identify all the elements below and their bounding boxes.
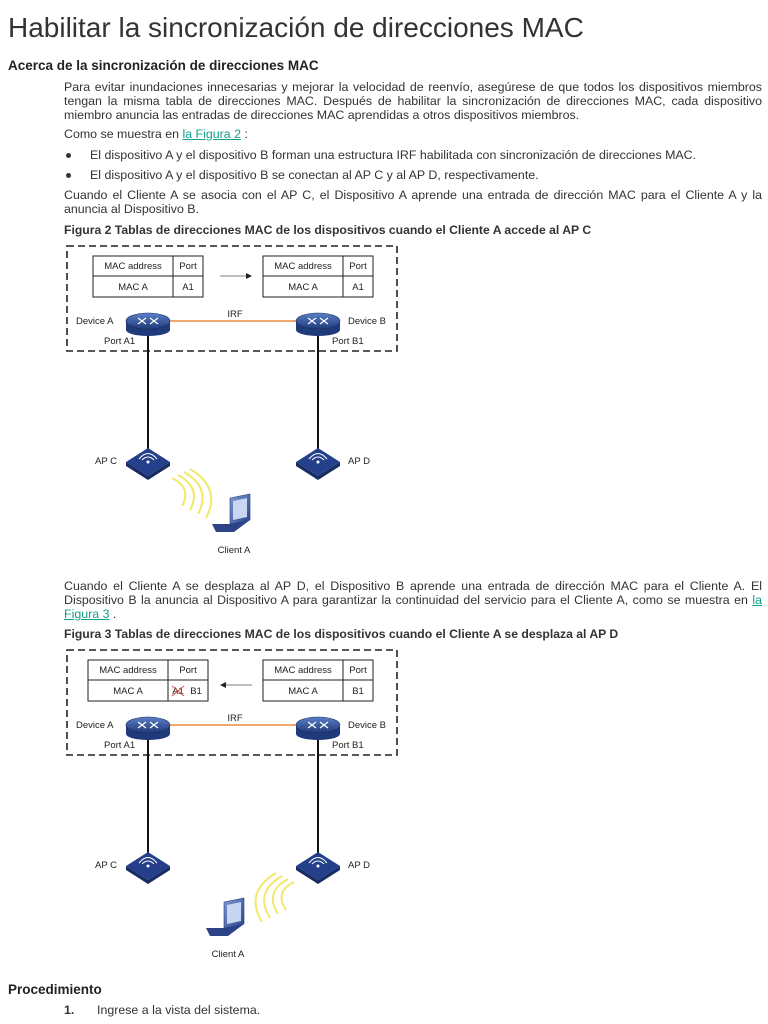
port-col-header: Port bbox=[179, 665, 197, 676]
device-a-label: Device A bbox=[76, 720, 114, 731]
ap-d-label: AP D bbox=[348, 860, 370, 871]
figure-2-link[interactable]: la Figura 2 bbox=[182, 127, 241, 141]
port-col-header: Port bbox=[349, 261, 367, 272]
laptop-icon bbox=[212, 493, 251, 532]
irf-label: IRF bbox=[227, 713, 243, 724]
bullet-text: El dispositivo A y el dispositivo B se c… bbox=[90, 168, 539, 182]
mac-table-device-b: MAC address Port MAC A A1 bbox=[262, 255, 374, 298]
mac-table-device-a: MAC address Port MAC A A1 B1 bbox=[87, 659, 209, 702]
as-shown-suffix: : bbox=[241, 127, 248, 141]
page-title: Habilitar la sincronización de direccion… bbox=[8, 12, 584, 43]
client-a-label: Client A bbox=[212, 949, 245, 960]
port-cell: B1 bbox=[352, 686, 364, 697]
figure-3-caption: Figura 3 Tablas de direcciones MAC de lo… bbox=[64, 627, 619, 641]
step-text: Ingrese a la vista del sistema. bbox=[97, 1003, 261, 1017]
figure-2-diagram: MAC address Port MAC A A1 MAC address Po… bbox=[60, 240, 410, 560]
port-cell: A1 bbox=[352, 282, 364, 293]
ap-d-label: AP D bbox=[348, 456, 370, 467]
wifi-signal-icon bbox=[254, 872, 295, 923]
irf-frame bbox=[66, 649, 398, 756]
client-associates-paragraph: Cuando el Cliente A se asocia con el AP … bbox=[64, 188, 762, 216]
ap-c-label: AP C bbox=[95, 860, 117, 871]
client-a-label: Client A bbox=[218, 545, 251, 556]
step-number: 1. bbox=[64, 1003, 75, 1017]
client-moves-paragraph: Cuando el Cliente A se desplaza al AP D,… bbox=[64, 579, 762, 621]
procedure-steps: 1. Ingrese a la vista del sistema. bbox=[64, 1003, 260, 1017]
access-point-icon bbox=[126, 448, 170, 480]
as-shown-paragraph: Como se muestra en la Figura 2 : bbox=[64, 127, 762, 141]
mac-table-device-b: MAC address Port MAC A B1 bbox=[262, 659, 374, 702]
laptop-icon bbox=[206, 897, 245, 936]
client-moves-text: Cuando el Cliente A se desplaza al AP D,… bbox=[64, 579, 762, 607]
as-shown-prefix: Como se muestra en bbox=[64, 127, 183, 141]
bullet-icon bbox=[66, 153, 71, 158]
access-point-icon bbox=[126, 852, 170, 884]
switch-icon bbox=[295, 312, 341, 336]
figure-3-link[interactable]: la Figura 3 bbox=[64, 593, 762, 621]
mac-col-header: MAC address bbox=[99, 665, 157, 676]
section-heading-procedure: Procedimiento bbox=[8, 982, 102, 997]
port-a1-label: Port A1 bbox=[104, 336, 135, 347]
mac-col-header: MAC address bbox=[274, 261, 332, 272]
bullet-icon bbox=[66, 173, 71, 178]
access-point-icon bbox=[296, 852, 340, 884]
list-item: El dispositivo A y el dispositivo B se c… bbox=[64, 168, 762, 188]
mac-cell: MAC A bbox=[113, 686, 143, 697]
wifi-signal-icon bbox=[171, 468, 213, 519]
access-point-icon bbox=[296, 448, 340, 480]
port-cell: A1 bbox=[182, 282, 194, 293]
sync-arrow-icon bbox=[220, 273, 252, 279]
new-port-cell: B1 bbox=[190, 686, 202, 697]
intro-paragraph: Para evitar inundaciones innecesarias y … bbox=[64, 80, 762, 122]
list-item: El dispositivo A y el dispositivo B form… bbox=[64, 148, 762, 168]
mac-cell: MAC A bbox=[288, 282, 318, 293]
port-col-header: Port bbox=[179, 261, 197, 272]
port-b1-label: Port B1 bbox=[332, 740, 364, 751]
section-heading-about: Acerca de la sincronización de direccion… bbox=[8, 58, 319, 73]
figure-3-diagram: MAC address Port MAC A A1 B1 MAC address… bbox=[60, 644, 410, 964]
mac-col-header: MAC address bbox=[274, 665, 332, 676]
list-item: 1. Ingrese a la vista del sistema. bbox=[64, 1003, 260, 1017]
device-b-label: Device B bbox=[348, 720, 386, 731]
mac-cell: MAC A bbox=[118, 282, 148, 293]
port-b1-label: Port B1 bbox=[332, 336, 364, 347]
switch-icon bbox=[125, 312, 171, 336]
port-col-header: Port bbox=[349, 665, 367, 676]
bullet-list: El dispositivo A y el dispositivo B form… bbox=[64, 148, 762, 188]
switch-icon bbox=[295, 716, 341, 740]
irf-frame bbox=[66, 245, 398, 352]
irf-label: IRF bbox=[227, 309, 243, 320]
figure-2-caption: Figura 2 Tablas de direcciones MAC de lo… bbox=[64, 223, 592, 237]
mac-table-device-a: MAC address Port MAC A A1 bbox=[92, 255, 204, 298]
device-b-label: Device B bbox=[348, 316, 386, 327]
device-a-label: Device A bbox=[76, 316, 114, 327]
mac-col-header: MAC address bbox=[104, 261, 162, 272]
sync-arrow-icon bbox=[220, 682, 252, 688]
port-a1-label: Port A1 bbox=[104, 740, 135, 751]
switch-icon bbox=[125, 716, 171, 740]
bullet-text: El dispositivo A y el dispositivo B form… bbox=[90, 148, 697, 162]
strike-icon bbox=[171, 685, 185, 697]
client-moves-suffix: . bbox=[109, 607, 117, 621]
mac-cell: MAC A bbox=[288, 686, 318, 697]
ap-c-label: AP C bbox=[95, 456, 117, 467]
